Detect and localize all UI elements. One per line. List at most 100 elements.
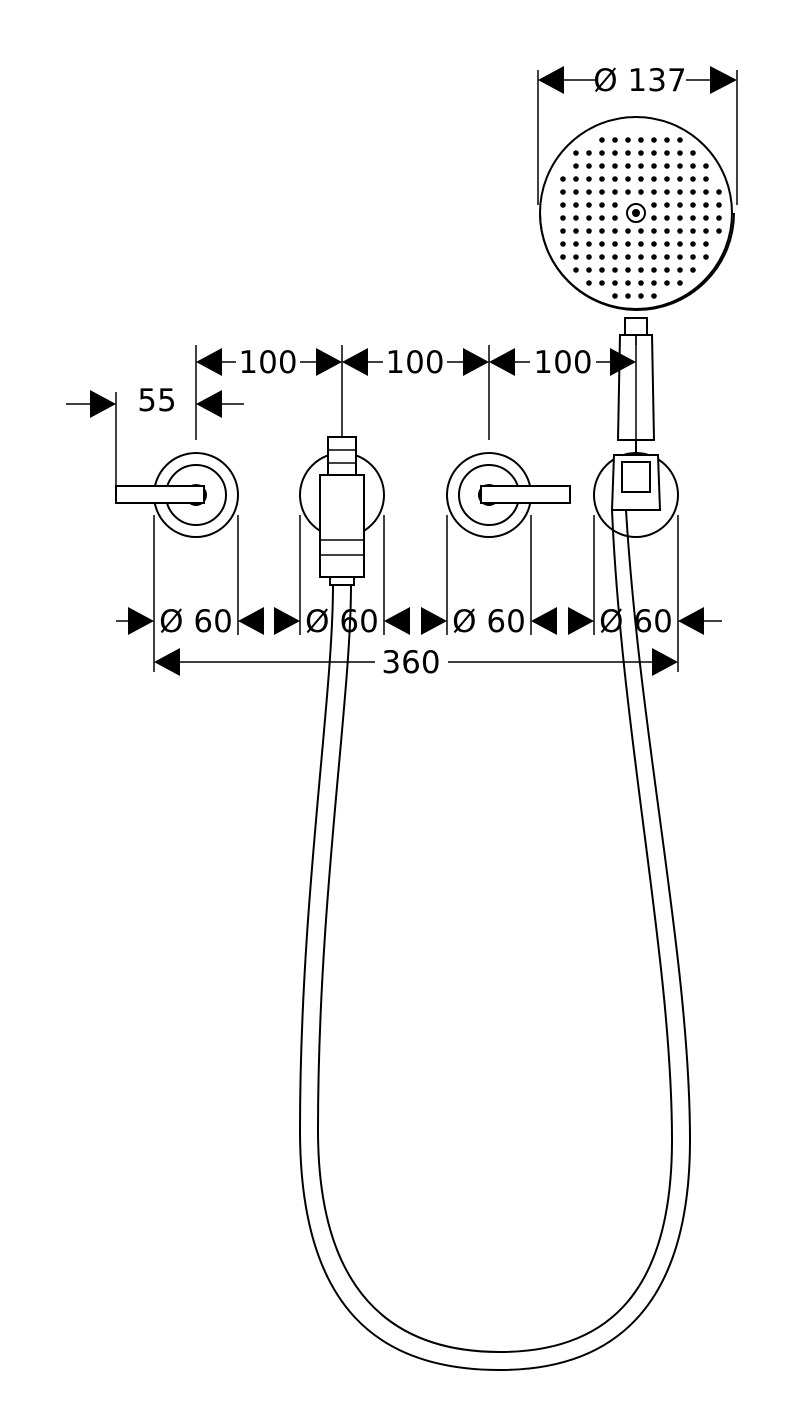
nozzle-dot	[651, 293, 657, 299]
nozzle-dot	[599, 176, 605, 182]
nozzle-dot	[690, 241, 696, 247]
nozzle-dot	[599, 215, 605, 221]
nozzle-dot	[690, 215, 696, 221]
nozzle-dot	[651, 215, 657, 221]
nozzle-dot	[703, 254, 709, 260]
nozzle-dot	[690, 202, 696, 208]
nozzle-dot	[573, 254, 579, 260]
nozzle-dot	[651, 267, 657, 273]
nozzle-dot	[573, 189, 579, 195]
dimension-overall: 360	[154, 645, 678, 681]
nozzle-dot	[599, 163, 605, 169]
nozzle-dot	[664, 241, 670, 247]
nozzle-dot	[612, 241, 618, 247]
nozzle-dot	[638, 293, 644, 299]
dim-label-rosette-4: Ø 60	[599, 604, 673, 640]
nozzle-dot	[716, 202, 722, 208]
nozzle-dot	[664, 254, 670, 260]
nozzle-dot	[612, 176, 618, 182]
nozzle-dot	[638, 254, 644, 260]
nozzle-dot	[586, 189, 592, 195]
nozzle-dot	[625, 228, 631, 234]
nozzle-dot	[651, 228, 657, 234]
dimension-lever-offset: 55	[66, 383, 244, 486]
nozzle-dot	[664, 176, 670, 182]
nozzle-dot	[560, 176, 566, 182]
nozzle-dot	[560, 228, 566, 234]
nozzle-dot	[677, 267, 683, 273]
nozzle-dot	[677, 241, 683, 247]
nozzle-dot	[586, 228, 592, 234]
nozzle-dot	[612, 267, 618, 273]
nozzle-dot	[573, 163, 579, 169]
nozzle-dot	[677, 254, 683, 260]
nozzle-dot	[573, 176, 579, 182]
nozzle-dot	[690, 189, 696, 195]
nozzle-dot	[625, 163, 631, 169]
nozzle-dot	[677, 176, 683, 182]
nozzle-dot	[612, 202, 618, 208]
nozzle-dot	[638, 189, 644, 195]
nozzle-dot	[612, 215, 618, 221]
nozzle-dot	[573, 228, 579, 234]
nozzle-dot	[651, 176, 657, 182]
nozzle-dot	[612, 137, 618, 143]
nozzle-dot	[599, 254, 605, 260]
nozzle-dot	[573, 241, 579, 247]
nozzle-dot	[625, 176, 631, 182]
lever-handle-right	[446, 452, 571, 538]
nozzle-dot	[651, 241, 657, 247]
nozzle-dot	[625, 189, 631, 195]
nozzle-dot	[664, 228, 670, 234]
nozzle-dot	[690, 267, 696, 273]
nozzle-dot	[573, 202, 579, 208]
dim-label-rosette-1: Ø 60	[159, 604, 233, 640]
nozzle-dot	[573, 267, 579, 273]
nozzle-dot	[638, 280, 644, 286]
hand-shower	[539, 116, 735, 441]
nozzle-dot	[638, 267, 644, 273]
nozzle-dot	[586, 267, 592, 273]
nozzle-dot	[664, 137, 670, 143]
dimension-spacing-row: 100 100 100	[195, 335, 637, 440]
nozzle-dot	[677, 163, 683, 169]
nozzle-dot	[638, 137, 644, 143]
nozzle-dot	[651, 189, 657, 195]
nozzle-dot	[638, 176, 644, 182]
nozzle-dot	[703, 228, 709, 234]
dimension-rosette-row: Ø 60 Ø 60 Ø 60 Ø 60	[116, 515, 722, 672]
nozzle-dot	[664, 189, 670, 195]
nozzle-dot	[716, 189, 722, 195]
nozzle-dot	[716, 228, 722, 234]
nozzle-dot	[586, 280, 592, 286]
dim-label-360: 360	[381, 645, 440, 681]
nozzle-dot	[625, 150, 631, 156]
dim-label-100-1: 100	[238, 345, 297, 381]
nozzle-dot	[677, 150, 683, 156]
nozzle-dot	[625, 293, 631, 299]
nozzle-dot	[651, 254, 657, 260]
nozzle-dot	[573, 150, 579, 156]
nozzle-dot	[703, 241, 709, 247]
nozzle-dot	[612, 293, 618, 299]
nozzle-dot	[651, 280, 657, 286]
nozzle-dot	[677, 228, 683, 234]
nozzle-dot	[599, 137, 605, 143]
spray-nozzles	[560, 137, 722, 299]
nozzle-dot	[690, 150, 696, 156]
shower-hose	[298, 509, 692, 1372]
nozzle-dot	[677, 202, 683, 208]
nozzle-dot	[612, 150, 618, 156]
nozzle-dot	[586, 254, 592, 260]
nozzle-dot	[638, 241, 644, 247]
nozzle-dot	[586, 215, 592, 221]
nozzle-dot	[664, 267, 670, 273]
dim-label-137: Ø 137	[593, 63, 686, 99]
dim-label-55: 55	[137, 383, 176, 419]
nozzle-dot	[560, 215, 566, 221]
nozzle-dot	[703, 215, 709, 221]
nozzle-dot	[586, 176, 592, 182]
nozzle-dot	[703, 163, 709, 169]
nozzle-dot	[612, 189, 618, 195]
